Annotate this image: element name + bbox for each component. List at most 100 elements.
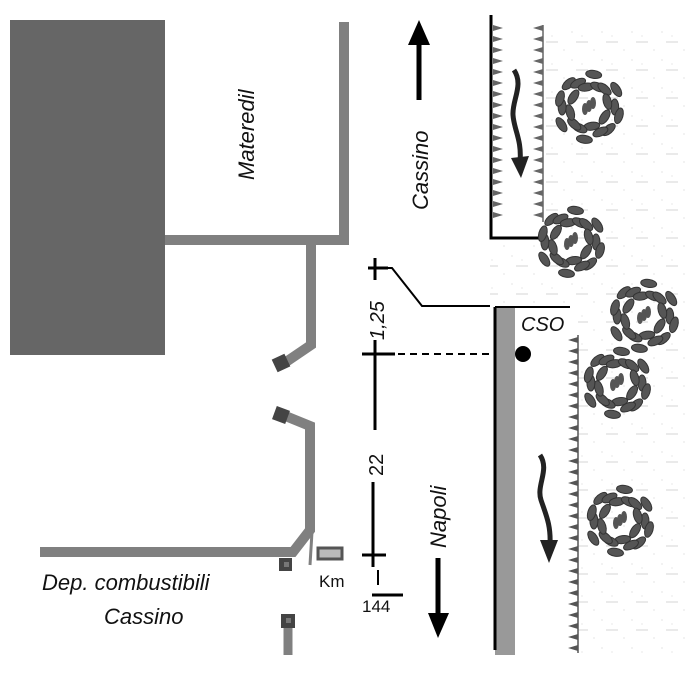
channel-tooth	[568, 348, 578, 354]
channel-tooth	[533, 25, 543, 31]
channel-tooth	[533, 47, 543, 53]
channel-tooth	[493, 91, 503, 97]
arrow-down-icon	[428, 613, 449, 638]
channel-tooth	[493, 168, 503, 174]
cso-outlet-point	[515, 346, 531, 362]
channel-tooth	[568, 337, 578, 343]
road-end-markers	[271, 353, 295, 628]
channel-tooth	[568, 623, 578, 629]
lower-channel	[493, 306, 579, 655]
channel-tooth	[493, 212, 503, 218]
label-cassino: Cassino	[408, 131, 433, 210]
channel-tooth	[493, 36, 503, 42]
channel-tooth	[533, 80, 543, 86]
channel-tooth	[533, 146, 543, 152]
road-materedil-loop	[165, 22, 349, 245]
road-upper-spur	[280, 240, 316, 369]
dimension-lower-value: 22	[366, 454, 388, 476]
label-km-value: 144	[362, 597, 390, 616]
channel-tooth	[533, 58, 543, 64]
dimension-upper-value: 1,25	[367, 300, 389, 340]
channel-tooth	[533, 135, 543, 141]
channel-tooth	[533, 124, 543, 130]
channel-tooth	[568, 557, 578, 563]
flow-arrow-head-upper	[511, 156, 529, 178]
channel-tooth	[568, 414, 578, 420]
flow-arrow-head-lower	[540, 540, 558, 563]
tree-group	[537, 69, 679, 557]
channel-tooth	[493, 80, 503, 86]
km-marker-box	[316, 546, 344, 561]
channel-tooth	[493, 201, 503, 207]
tree-icon	[555, 69, 624, 144]
label-km: Km	[319, 572, 345, 591]
tree-icon	[610, 278, 679, 353]
channel-tooth	[493, 179, 503, 185]
field-area-upper	[545, 25, 685, 240]
marker-upper	[271, 353, 291, 373]
tree-icon	[583, 346, 651, 419]
channel-fill	[495, 307, 515, 655]
tree-icon	[537, 205, 605, 278]
channel-tooth	[568, 469, 578, 475]
direction-napoli: Napoli	[426, 485, 451, 638]
channel-tooth	[568, 458, 578, 464]
channel-tooth	[568, 590, 578, 596]
upper-channel	[489, 15, 545, 240]
marker-lower	[272, 406, 290, 424]
channel-tooth	[493, 102, 503, 108]
channel-tooth	[493, 135, 503, 141]
channel-tooth	[568, 436, 578, 442]
road-network	[40, 22, 349, 655]
channel-tooth	[533, 69, 543, 75]
channel-tooth	[568, 568, 578, 574]
channel-tooth	[533, 113, 543, 119]
channel-tooth	[493, 113, 503, 119]
channel-tooth	[568, 579, 578, 585]
direction-cassino: Cassino	[408, 20, 433, 210]
channel-tooth	[568, 524, 578, 530]
channel-tooth	[533, 201, 543, 207]
channel-tooth	[568, 392, 578, 398]
channel-tooth	[493, 47, 503, 53]
channel-tooth	[568, 480, 578, 486]
channel-tooth	[568, 645, 578, 651]
channel-tooth	[568, 381, 578, 387]
road-lower-spur	[40, 410, 315, 557]
channel-tooth	[568, 359, 578, 365]
channel-tooth	[568, 601, 578, 607]
channel-tooth	[533, 157, 543, 163]
channel-tooth	[568, 502, 578, 508]
channel-tooth	[493, 157, 503, 163]
channel-tooth	[533, 168, 543, 174]
channel-tooth	[493, 58, 503, 64]
channel-tooth	[533, 102, 543, 108]
channel-tooth	[493, 25, 503, 31]
channel-tooth	[493, 69, 503, 75]
channel-tooth	[568, 513, 578, 519]
label-depot-line1: Dep. combustibili	[42, 570, 211, 595]
label-cso: CSO	[521, 314, 564, 336]
channel-tooth	[493, 190, 503, 196]
label-materedil: Materedil	[234, 88, 259, 180]
channel-tooth	[568, 370, 578, 376]
channel-tooth	[568, 403, 578, 409]
channel-tooth	[533, 190, 543, 196]
label-napoli: Napoli	[426, 485, 451, 548]
label-depot-line2: Cassino	[104, 604, 183, 629]
arrow-up-icon	[408, 20, 430, 45]
channel-tooth	[568, 634, 578, 640]
tree-icon	[586, 484, 654, 557]
channel-tooth	[568, 447, 578, 453]
channel-tooth	[493, 146, 503, 152]
channel-tooth	[533, 179, 543, 185]
channel-tooth	[533, 36, 543, 42]
flow-arrow-upper	[510, 68, 529, 178]
channel-tooth	[568, 425, 578, 431]
channel-tooth	[533, 212, 543, 218]
building-block	[10, 20, 165, 355]
channel-tooth	[568, 612, 578, 618]
channel-tooth	[568, 491, 578, 497]
